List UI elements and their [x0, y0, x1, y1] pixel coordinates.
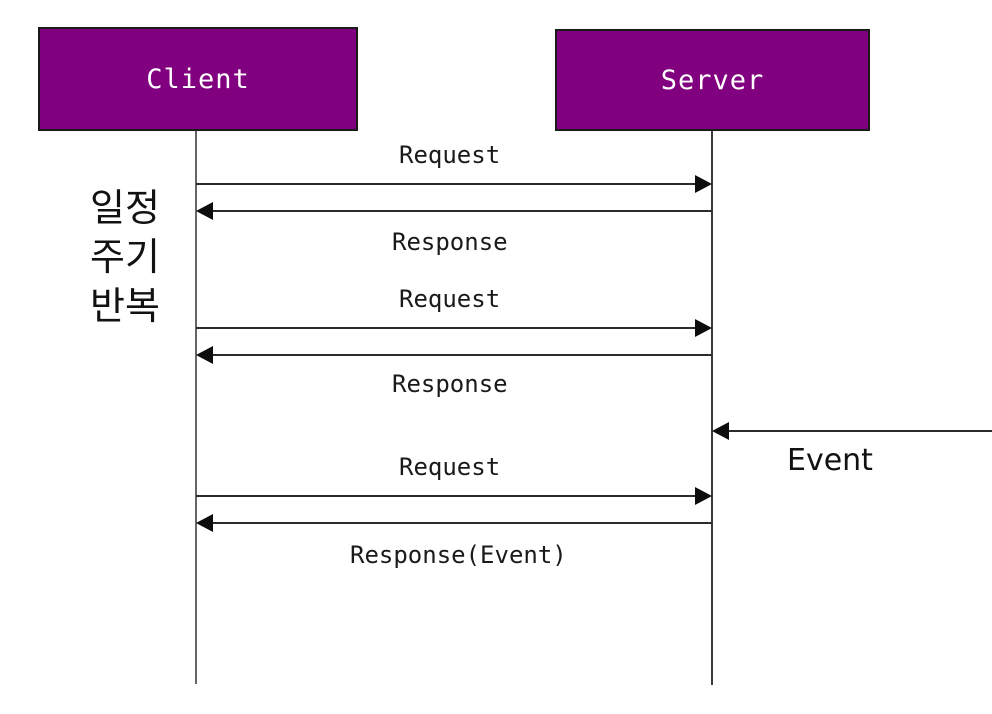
polling-note-line-1: 일정	[90, 186, 160, 230]
participant-client-label: Client	[146, 63, 250, 95]
message-label-7: Response(Event)	[350, 541, 567, 569]
message-line-4	[200, 354, 712, 356]
participant-server[interactable]: Server	[555, 29, 870, 131]
message-arrowhead-7	[196, 514, 213, 532]
message-line-1	[196, 183, 708, 185]
message-arrowhead-4	[196, 346, 213, 364]
lifeline-server	[711, 131, 713, 685]
message-label-3: Request	[399, 285, 501, 313]
polling-interval-note: 일정 주기 반복	[75, 184, 175, 331]
message-label-6: Request	[399, 453, 501, 481]
message-arrowhead-6	[695, 487, 712, 505]
participant-client[interactable]: Client	[38, 27, 358, 131]
message-line-event	[716, 430, 992, 432]
message-label-event: Event	[787, 443, 873, 478]
message-arrowhead-2	[196, 202, 213, 220]
message-line-3	[196, 327, 708, 329]
message-label-2: Response	[392, 228, 508, 256]
message-label-4: Response	[392, 370, 508, 398]
message-arrowhead-3	[695, 319, 712, 337]
message-line-7	[200, 522, 712, 524]
message-arrowhead-event	[712, 422, 729, 440]
participant-server-label: Server	[660, 64, 765, 96]
polling-note-line-2: 주기	[90, 235, 160, 279]
message-arrowhead-1	[695, 175, 712, 193]
polling-note-line-3: 반복	[90, 284, 160, 328]
message-label-1: Request	[399, 141, 501, 169]
message-line-2	[200, 210, 712, 212]
lifeline-client	[195, 131, 197, 684]
message-line-6	[196, 495, 708, 497]
